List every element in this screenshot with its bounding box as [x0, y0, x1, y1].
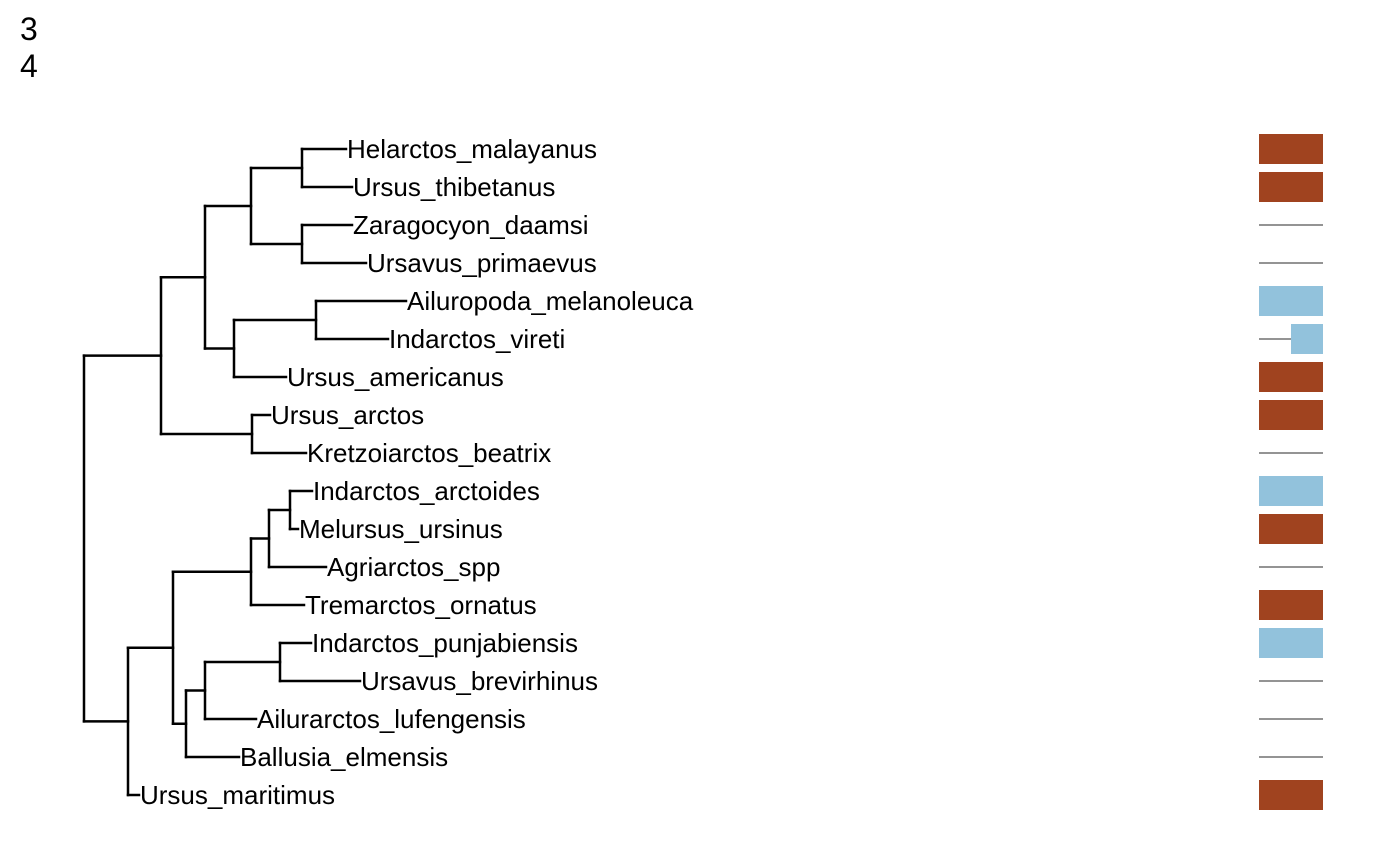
- tip-label: Ailurarctos_lufengensis: [257, 704, 526, 734]
- tip-label: Ursavus_primaevus: [367, 248, 597, 278]
- trait-bars: [1259, 134, 1323, 810]
- trait-bar: [1259, 400, 1323, 430]
- corner-label-top: 3: [20, 11, 38, 47]
- tip-labels: Helarctos_malayanusUrsus_thibetanusZarag…: [140, 134, 694, 810]
- trait-bar: [1259, 628, 1323, 658]
- tip-label: Indarctos_punjabiensis: [312, 628, 578, 658]
- corner-label-bottom: 4: [20, 48, 38, 84]
- tip-label: Kretzoiarctos_beatrix: [307, 438, 551, 468]
- trait-bar: [1259, 476, 1323, 506]
- tip-label: Indarctos_vireti: [389, 324, 565, 354]
- trait-bar: [1291, 324, 1323, 354]
- tip-label: Ursus_americanus: [287, 362, 504, 392]
- trait-bar: [1259, 362, 1323, 392]
- tip-label: Agriarctos_spp: [327, 552, 500, 582]
- tip-label: Ursavus_brevirhinus: [361, 666, 598, 696]
- trait-bar: [1259, 780, 1323, 810]
- tip-label: Ursus_thibetanus: [353, 172, 555, 202]
- tip-label: Tremarctos_ornatus: [305, 590, 537, 620]
- tip-label: Helarctos_malayanus: [347, 134, 597, 164]
- trait-bar: [1259, 590, 1323, 620]
- tip-label: Indarctos_arctoides: [313, 476, 540, 506]
- tip-label: Melursus_ursinus: [299, 514, 503, 544]
- tip-label: Ursus_arctos: [271, 400, 424, 430]
- tree-branches: [82, 147, 408, 797]
- trait-bar: [1259, 286, 1323, 316]
- tip-label: Zaragocyon_daamsi: [353, 210, 589, 240]
- tip-label: Ailuropoda_melanoleuca: [407, 286, 694, 316]
- trait-bar: [1259, 514, 1323, 544]
- tip-label: Ballusia_elmensis: [240, 742, 448, 772]
- trait-bar: [1259, 134, 1323, 164]
- tip-label: Ursus_maritimus: [140, 780, 335, 810]
- trait-bar: [1259, 172, 1323, 202]
